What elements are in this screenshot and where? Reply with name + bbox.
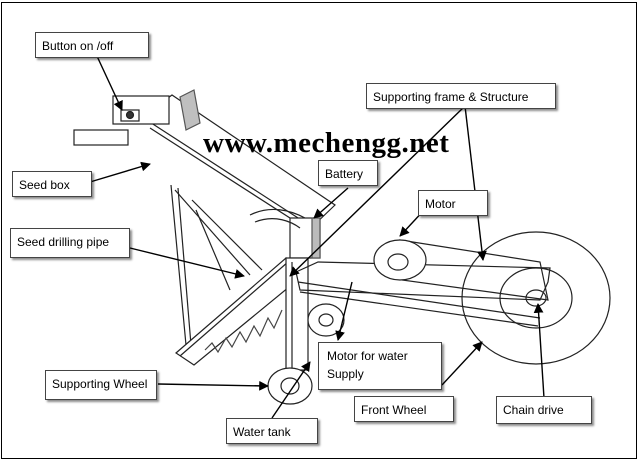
callout-arrows <box>89 53 545 419</box>
arrow-motor-water <box>335 281 353 341</box>
front-wheel-shape <box>461 231 611 365</box>
label-motor-water-line2: Supply <box>327 367 364 381</box>
label-motor-water: Motor for water Supply <box>318 342 442 390</box>
main-frame-beam <box>295 261 551 301</box>
motor-shape <box>373 239 427 281</box>
button-knob <box>125 110 135 120</box>
label-seed-drilling-pipe: Seed drilling pipe <box>10 228 130 258</box>
label-battery: Battery <box>318 160 378 186</box>
diagram-border <box>1 2 637 459</box>
arrow-frame-1 <box>289 105 466 277</box>
supporting-wheel-shape <box>267 367 313 405</box>
label-seed-box: Seed box <box>12 171 92 197</box>
arrow-battery <box>313 187 349 219</box>
arrow-seed-pipe <box>129 247 245 279</box>
label-water-tank: Water tank <box>226 418 318 444</box>
arrow-button <box>95 53 123 111</box>
arrow-front-wheel <box>441 341 483 386</box>
watermark-text: www.mechengg.net <box>203 127 450 159</box>
arrow-supporting-wheel <box>157 380 269 391</box>
middle-wheel-shape <box>307 303 345 337</box>
label-motor: Motor <box>418 190 488 216</box>
seed-box-shape <box>140 94 336 228</box>
label-front-wheel: Front Wheel <box>354 396 454 422</box>
label-button: Button on /off <box>35 32 149 58</box>
seed-box-end-plate <box>179 89 201 131</box>
machine-outline <box>73 89 611 405</box>
arrow-chain-drive <box>533 303 545 399</box>
side-plate <box>73 129 129 146</box>
arrow-frame-2 <box>464 105 487 261</box>
label-supporting-frame: Supporting frame & Structure <box>366 83 556 109</box>
label-supporting-wheel: Supporting Wheel <box>45 370 157 400</box>
arrow-seed-box <box>89 161 151 183</box>
label-chain-drive: Chain drive <box>496 396 592 424</box>
arrow-water-tank <box>271 361 311 419</box>
label-motor-water-line1: Motor for water <box>327 349 408 363</box>
